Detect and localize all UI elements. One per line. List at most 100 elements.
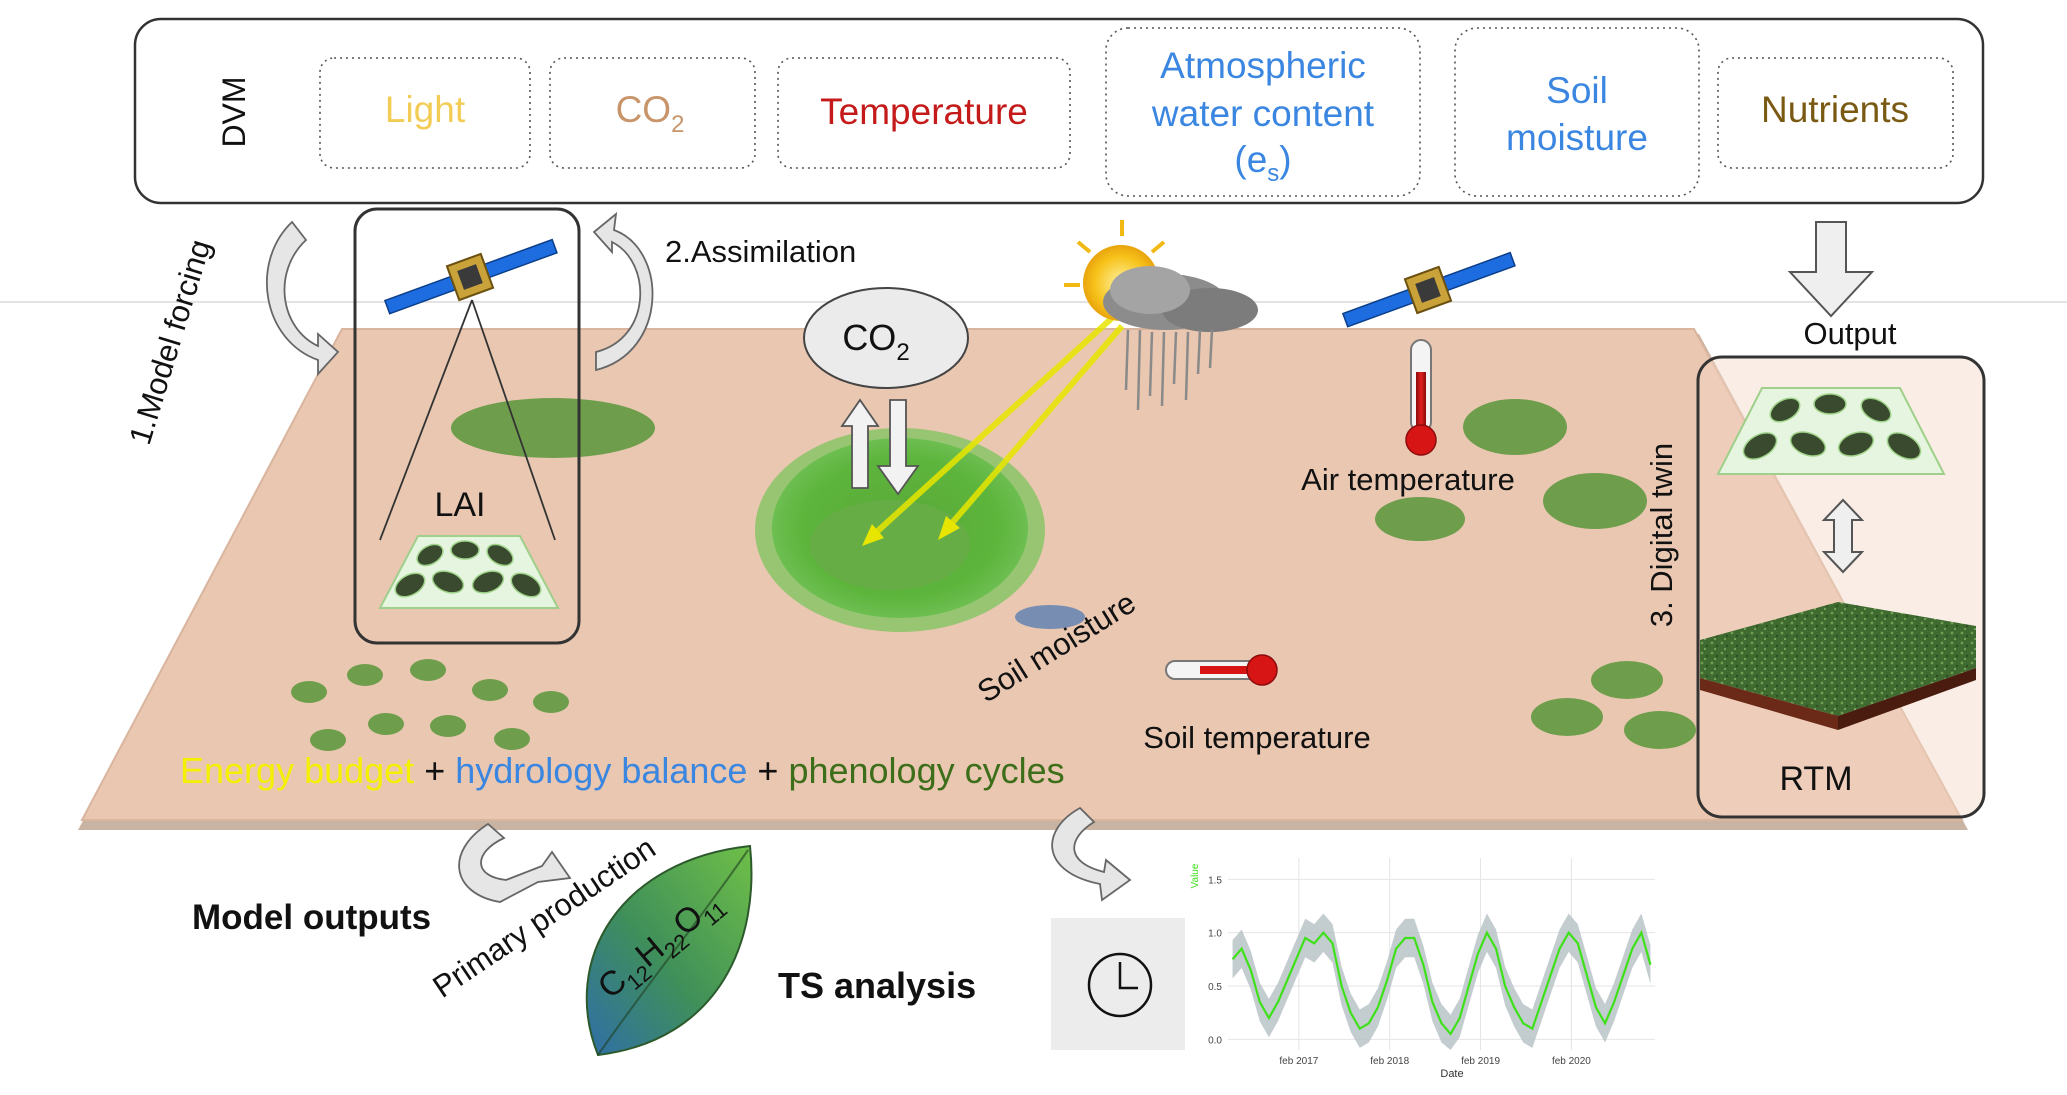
air-temperature-label: Air temperature: [1301, 462, 1515, 497]
satellite-icon: [1341, 251, 1516, 328]
chart-uncertainty-band: [1232, 913, 1651, 1050]
vegetation-patch: [430, 715, 466, 737]
vegetation-patch: [472, 679, 508, 701]
model-forcing-label: 1.Model forcing: [122, 235, 217, 448]
satellite-view-line: [471, 299, 556, 541]
chart-y-label: Value: [1190, 863, 1201, 888]
chart-x-label: Date: [1440, 1068, 1463, 1080]
sun-cloud-icon: [1064, 220, 1258, 411]
sun-rays: [1064, 220, 1166, 287]
driver-temperature-box: [777, 57, 1071, 169]
driver-soil-moisture-line2: moisture: [1506, 117, 1648, 158]
hydrology-balance-label: hydrology balance: [455, 750, 747, 791]
vegetation-patch: [451, 398, 655, 458]
central-vegetation-blob: [755, 428, 1085, 632]
co2-down-arrow: [876, 399, 920, 496]
chart-x-tick-label: feb 2019: [1461, 1056, 1500, 1067]
sun-ray-head: [938, 516, 960, 540]
chart-y-tick-label: 1.0: [1208, 929, 1222, 940]
ts-analysis-label: TS analysis: [778, 965, 976, 1006]
vegetation-patch: [347, 664, 383, 686]
clock-panel: [1051, 918, 1211, 1050]
vegetation-patch: [291, 681, 327, 703]
clock-hands: [1118, 962, 1138, 990]
lai-label: LAI: [434, 486, 485, 524]
vegetation-patch: [1463, 399, 1567, 455]
driver-atmospheric-water-line2: water content: [1151, 93, 1375, 134]
dvm-header-frame: [133, 17, 1985, 205]
driver-co2-box: [549, 57, 756, 169]
driver-temperature: Temperature: [820, 91, 1028, 132]
satellite-view-line: [379, 299, 473, 541]
rtm-exchange-arrow: [1821, 498, 1865, 574]
assimilation-label: 2.Assimilation: [665, 234, 856, 269]
chart-series-line: [1231, 929, 1652, 1036]
chart-x-tick-label: feb 2018: [1370, 1056, 1409, 1067]
vegetation-patch: [310, 729, 346, 751]
vegetation-patch: [368, 713, 404, 735]
chart-x-tick-label: feb 2017: [1279, 1056, 1318, 1067]
driver-soil-moisture-line1: Soil: [1546, 70, 1608, 111]
chart-x-ticks: feb 2017 feb 2018 feb 2019 feb 2020: [1279, 1056, 1591, 1067]
lai-canopy-icon: [378, 535, 560, 609]
sun-ray-head: [862, 524, 884, 546]
driver-light: Light: [385, 89, 466, 130]
vegetation-patch: [1591, 661, 1663, 699]
driver-light-box: [319, 57, 531, 169]
model-outputs-arrow: [458, 822, 572, 903]
sun-ray: [943, 324, 1125, 532]
chart-band: [1232, 913, 1651, 1050]
driver-nutrients: Nutrients: [1761, 89, 1909, 130]
ts-analysis-arrow: [1051, 806, 1132, 902]
vegetation-patch: [533, 691, 569, 713]
rtm-label: RTM: [1779, 760, 1852, 798]
soil-thermometer-icon: [1165, 654, 1278, 686]
rtm-canopy-icon: [1716, 387, 1946, 475]
driver-atmospheric-water-box: [1105, 27, 1421, 197]
chart-y-tick-label: 0.5: [1208, 982, 1222, 993]
vegetation-patch: [1531, 698, 1603, 736]
chart-y-tick-label: 1.5: [1208, 875, 1222, 886]
co2-up-arrow: [840, 398, 880, 489]
chart-y-ticks: 0.0 0.5 1.0 1.5: [1208, 875, 1222, 1046]
output-arrow: [1787, 221, 1875, 318]
rtm-canopy-3d: [1700, 602, 1976, 730]
driver-co2: CO2: [616, 89, 685, 138]
rain-icon: [1124, 329, 1214, 411]
soil-temperature-label: Soil temperature: [1143, 720, 1370, 755]
clock-icon: [1087, 952, 1153, 1018]
chart-y-tick-label: 0.0: [1208, 1035, 1222, 1046]
chart-x-tick-label: feb 2020: [1552, 1056, 1591, 1067]
digital-twin-label: 3. Digital twin: [1644, 443, 1679, 627]
satellite-icon: [383, 238, 558, 315]
budget-line: Energy budget + hydrology balance + phen…: [180, 750, 1065, 791]
driver-atmospheric-water-line1: Atmospheric: [1160, 45, 1366, 86]
sun-ray: [867, 315, 1115, 541]
air-thermometer-icon: [1405, 339, 1437, 456]
cloud-icon-part: [1110, 266, 1190, 314]
driver-soil-moisture-box: [1454, 27, 1700, 197]
driver-atmospheric-water-line3: (es): [1234, 139, 1291, 187]
leaf-icon: C12H22O11: [585, 844, 753, 1057]
phenology-cycles-label: phenology cycles: [788, 750, 1064, 791]
vegetation-patch: [1543, 473, 1647, 529]
central-vegetation-core: [810, 500, 970, 590]
dvm-header: DVM Light CO2 Temperature Atmospheric wa…: [133, 17, 1985, 205]
model-outputs-label: Model outputs: [192, 898, 431, 937]
energy-budget-label: Energy budget: [180, 750, 414, 791]
vegetation-patches: [291, 398, 1696, 751]
co2-bubble-label: CO2: [842, 317, 909, 366]
chart-line: [1231, 929, 1652, 1036]
dvm-title: DVM: [216, 76, 252, 147]
vegetation-patch: [410, 659, 446, 681]
assimilation-arrow: [592, 211, 654, 372]
driver-nutrients-box: [1717, 57, 1954, 169]
lai-box: [353, 207, 581, 645]
output-label: Output: [1803, 316, 1896, 351]
vegetation-patch: [1624, 711, 1696, 749]
model-forcing-arrow: [265, 220, 340, 377]
co2-bubble: [803, 287, 969, 389]
vegetation-patch: [494, 728, 530, 750]
